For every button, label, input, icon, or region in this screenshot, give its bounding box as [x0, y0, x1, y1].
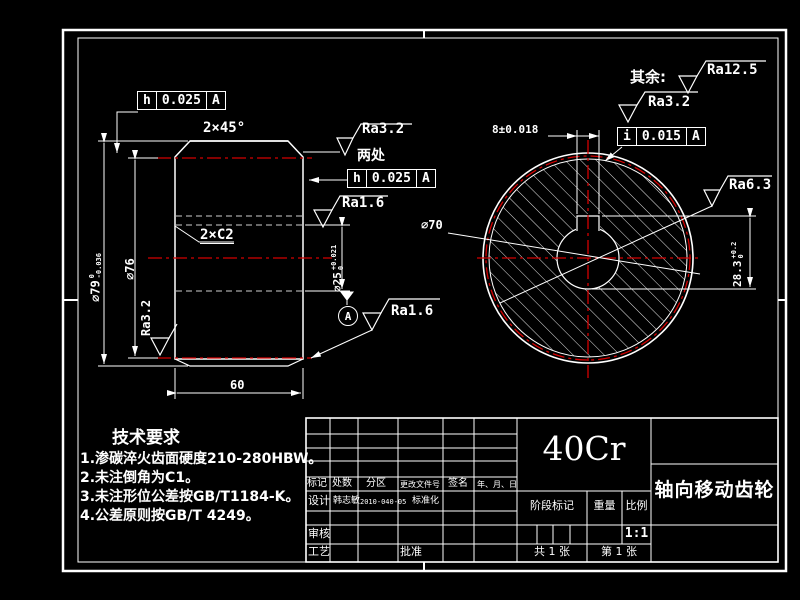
- ra16-lower-label: Ra1.6: [391, 303, 434, 319]
- right-view-centerlines: [477, 140, 700, 378]
- gdt-datum: A: [421, 171, 430, 186]
- two-places-label: 两处: [357, 148, 385, 164]
- tb-check-label: 审核: [308, 527, 330, 540]
- tb-standard-label: 标准化: [412, 496, 440, 506]
- gdt-symbol: h: [348, 170, 367, 187]
- tb-header-count: 处数: [332, 478, 352, 489]
- tb-stage-label: 阶段标记: [530, 499, 574, 512]
- tech-req-item: 1.渗碳淬火齿面硬度210-280HBW。: [80, 451, 323, 467]
- gdt-symbol: h: [138, 92, 157, 109]
- tech-req-item: 4.公差原则按GB/T 4249。: [80, 508, 260, 524]
- tb-header-sign: 签名: [448, 478, 468, 489]
- tb-header-date: 年、月、日: [477, 480, 517, 489]
- tech-req-item: 2.未注倒角为C1。: [80, 470, 200, 486]
- dia70-label: ∅70: [421, 218, 443, 232]
- tb-design-date: 2010-040-05: [360, 498, 407, 506]
- chamfer2-dim: 2×C2: [200, 227, 234, 244]
- ra32-side-label: Ra3.2: [139, 299, 153, 336]
- width-dim: 60: [230, 378, 245, 392]
- ra32-top-label: Ra3.2: [362, 121, 405, 137]
- gdt-datum: A: [211, 93, 220, 108]
- gdt-value: 0.015: [637, 128, 687, 145]
- tolerance-frame-symmetry: i 0.015 A: [617, 127, 706, 146]
- surface-finish-icons-right: [618, 60, 772, 208]
- tb-scale-value: 1:1: [624, 526, 649, 541]
- left-view-hidden-lines: [176, 215, 302, 292]
- title-block-grid: [305, 417, 779, 563]
- tb-sheet-no: 第 1 张: [601, 545, 637, 558]
- pitch-diameter-dim: ∅76: [123, 258, 137, 280]
- part-name: 轴向移动齿轮: [654, 479, 775, 501]
- ra63-label: Ra6.3: [729, 177, 772, 193]
- left-view-outline: [174, 140, 304, 367]
- keyway-width-dim: 8±0.018: [492, 123, 539, 136]
- tolerance-frame-parallelism: h 0.025 A: [137, 91, 226, 110]
- tolerance-frame-parallelism-2: h 0.025 A: [347, 169, 436, 188]
- left-view-dimensions: [98, 111, 373, 399]
- tb-designer-name: 韩志敏: [333, 496, 361, 506]
- tb-design-label: 设计: [308, 494, 330, 507]
- gdt-datum: A: [691, 129, 700, 144]
- gdt-value: 0.025: [367, 170, 417, 187]
- tb-process-label: 工艺: [308, 545, 330, 558]
- ra32-right-label: Ra3.2: [648, 94, 691, 110]
- datum-a-symbol: A: [338, 306, 358, 326]
- gdt-symbol: i: [618, 128, 637, 145]
- chamfer-dim: 2×45°: [203, 120, 246, 136]
- gear-section-hatch: [489, 159, 687, 357]
- tb-scale-label: 比例: [625, 499, 648, 512]
- left-view-centerlines: [148, 157, 332, 359]
- tech-req-item: 3.未注形位公差按GB/T1184-K。: [80, 489, 300, 505]
- tb-sheets-total: 共 1 张: [534, 545, 570, 558]
- tb-approve-label: 批准: [400, 545, 422, 558]
- gdt-value: 0.025: [157, 92, 207, 109]
- ra125-label: Ra12.5: [707, 62, 758, 78]
- tb-header-docno: 更改文件号: [400, 480, 440, 489]
- material-label: 40Cr: [542, 429, 626, 468]
- right-view-dimensions: [447, 130, 756, 304]
- surface-finish-icons-left: [150, 123, 440, 357]
- tb-header-zone: 分区: [366, 478, 386, 489]
- tb-weight-label: 重量: [593, 499, 616, 512]
- tb-header-mark: 标记: [307, 478, 327, 489]
- tech-req-title: 技术要求: [112, 428, 180, 448]
- ra16-upper-label: Ra1.6: [342, 195, 385, 211]
- rest-surfaces-label: 其余:: [630, 68, 666, 86]
